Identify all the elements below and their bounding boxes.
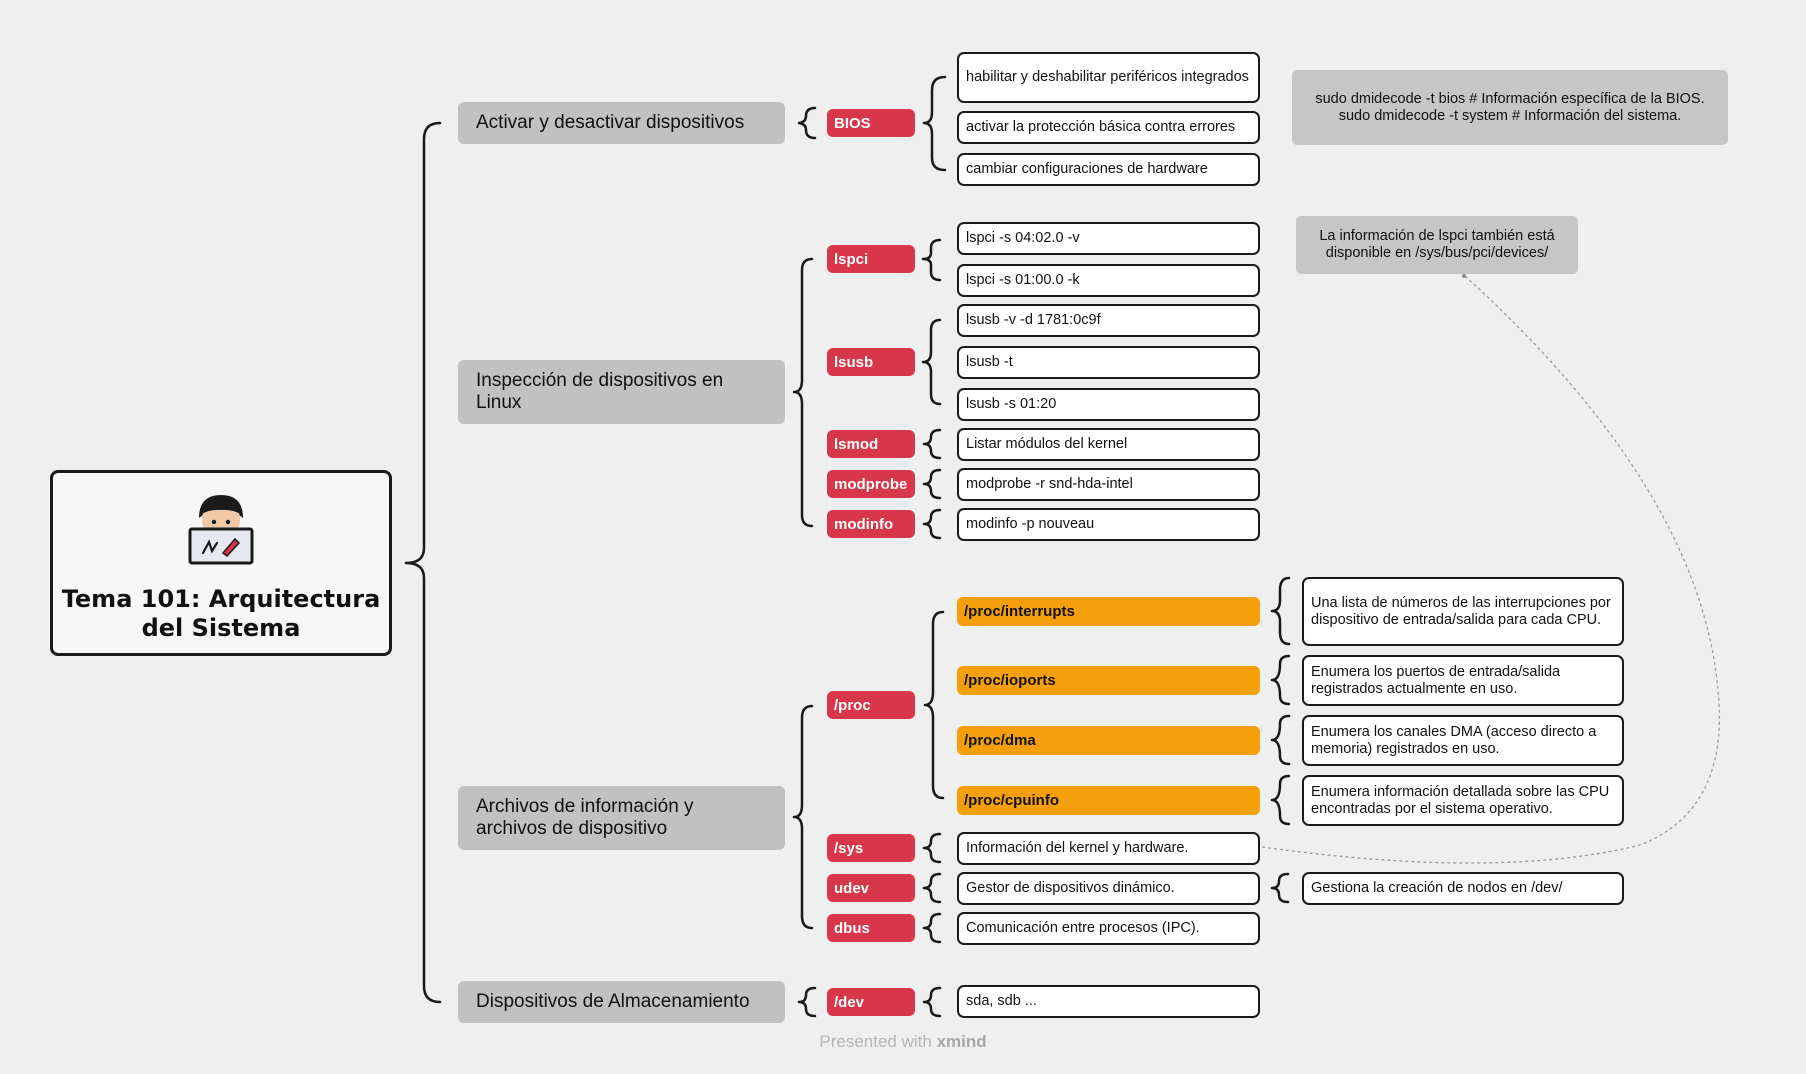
leaf-lsusb-2[interactable]: lsusb -t	[957, 346, 1260, 379]
leaf-lspci-1[interactable]: lspci -s 04:02.0 -v	[957, 222, 1260, 255]
tag-lspci[interactable]: lspci	[827, 245, 915, 273]
leaf-sys[interactable]: Información del kernel y hardware.	[957, 832, 1260, 865]
category-activar[interactable]: Activar y desactivar dispositivos	[458, 102, 785, 144]
leaf-lspci-2[interactable]: lspci -s 01:00.0 -k	[957, 264, 1260, 297]
leaf-bios-perifericos[interactable]: habilitar y deshabilitar periféricos int…	[957, 52, 1260, 103]
category-almacenamiento[interactable]: Dispositivos de Almacenamiento	[458, 981, 785, 1023]
note-lspci-sys[interactable]: La información de lspci también está dis…	[1296, 216, 1578, 274]
footer-presented-with: Presented with xmind	[0, 1032, 1806, 1052]
category-inspeccion[interactable]: Inspección de dispositivos en Linux	[458, 360, 785, 424]
footer-brand: xmind	[936, 1032, 987, 1051]
leaf-lsusb-1[interactable]: lsusb -v -d 1781:0c9f	[957, 304, 1260, 337]
leaf-udev[interactable]: Gestor de dispositivos dinámico.	[957, 872, 1260, 905]
leaf-proc-cpuinfo-desc[interactable]: Enumera información detallada sobre las …	[1302, 775, 1624, 826]
leaf-lsusb-3[interactable]: lsusb -s 01:20	[957, 388, 1260, 421]
proc-file-dma[interactable]: /proc/dma	[957, 726, 1260, 755]
footer-prefix: Presented with	[819, 1032, 932, 1051]
tag-modprobe[interactable]: modprobe	[827, 470, 915, 498]
person-laptop-icon	[188, 495, 254, 565]
leaf-lsmod[interactable]: Listar módulos del kernel	[957, 428, 1260, 461]
leaf-dbus[interactable]: Comunicación entre procesos (IPC).	[957, 912, 1260, 945]
leaf-udev-detail[interactable]: Gestiona la creación de nodos en /dev/	[1302, 872, 1624, 905]
note-dmidecode[interactable]: sudo dmidecode -t bios # Información esp…	[1292, 70, 1728, 145]
tag-modinfo[interactable]: modinfo	[827, 510, 915, 538]
tag-udev[interactable]: udev	[827, 874, 915, 902]
tag-lsusb[interactable]: lsusb	[827, 348, 915, 376]
tag-sys[interactable]: /sys	[827, 834, 915, 862]
leaf-proc-dma-desc[interactable]: Enumera los canales DMA (acceso directo …	[1302, 715, 1624, 766]
leaf-proc-interrupts-desc[interactable]: Una lista de números de las interrupcion…	[1302, 577, 1624, 646]
tag-bios[interactable]: BIOS	[827, 109, 915, 137]
proc-file-ioports[interactable]: /proc/ioports	[957, 666, 1260, 695]
tag-dev[interactable]: /dev	[827, 988, 915, 1016]
tag-proc[interactable]: /proc	[827, 691, 915, 719]
root-node[interactable]: Tema 101: Arquitectura del Sistema	[50, 470, 392, 656]
proc-file-interrupts[interactable]: /proc/interrupts	[957, 597, 1260, 626]
leaf-dev[interactable]: sda, sdb ...	[957, 985, 1260, 1018]
leaf-modinfo[interactable]: modinfo -p nouveau	[957, 508, 1260, 541]
leaf-modprobe[interactable]: modprobe -r snd-hda-intel	[957, 468, 1260, 501]
category-archivos[interactable]: Archivos de información y archivos de di…	[458, 786, 785, 850]
leaf-bios-proteccion[interactable]: activar la protección básica contra erro…	[957, 111, 1260, 144]
root-title: Tema 101: Arquitectura del Sistema	[61, 585, 381, 642]
leaf-bios-configuraciones[interactable]: cambiar configuraciones de hardware	[957, 153, 1260, 186]
proc-file-cpuinfo[interactable]: /proc/cpuinfo	[957, 786, 1260, 815]
tag-dbus[interactable]: dbus	[827, 914, 915, 942]
tag-lsmod[interactable]: lsmod	[827, 430, 915, 458]
leaf-proc-ioports-desc[interactable]: Enumera los puertos de entrada/salida re…	[1302, 655, 1624, 706]
